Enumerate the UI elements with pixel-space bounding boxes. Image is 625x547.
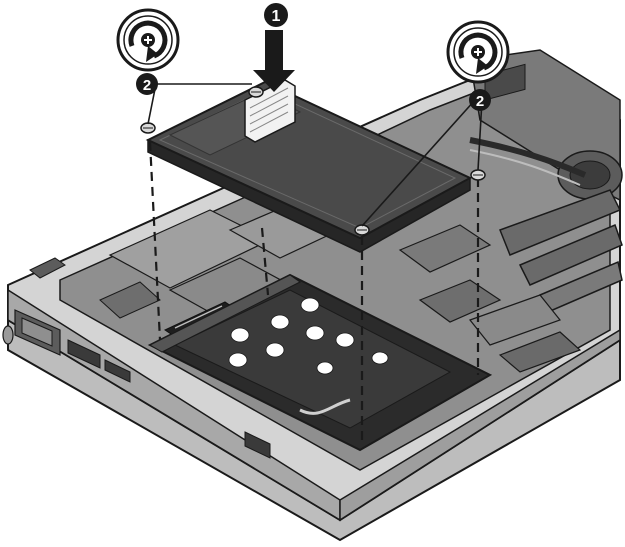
screw-rear-right [248,86,264,98]
screws [140,86,486,236]
callout-2-right: 2 [469,89,491,111]
clockwise-rotate-screwdriver-icon [446,20,510,84]
callout-2-left-label: 2 [143,77,151,94]
motherboard-components [398,49,623,373]
screw-rear-left [140,122,156,134]
screw-front-right [470,169,486,181]
down-arrow-icon [253,30,295,92]
hard-drive-bay [147,273,493,452]
alignment-guides [148,141,480,445]
callout-2-right-label: 2 [476,93,484,110]
clockwise-rotate-screwdriver-icon [116,8,180,72]
callout-1: 1 [264,3,288,27]
screw-front-left [354,224,370,236]
callout-1-label: 1 [272,8,281,25]
guide-left-rear [148,141,162,341]
callout-2-left: 2 [136,73,158,95]
guide-center-rear [260,227,270,296]
front-ports [2,257,271,459]
